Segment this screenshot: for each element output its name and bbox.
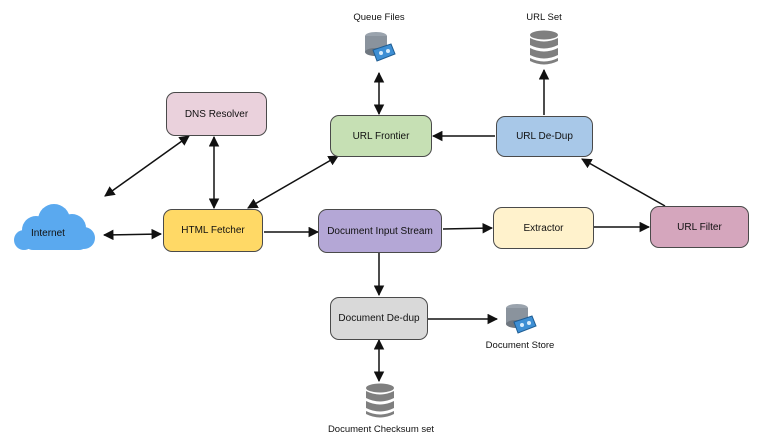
url-frontier-node: URL Frontier xyxy=(330,115,432,157)
document-store-icon xyxy=(506,304,537,334)
document-checksum-set-label: Document Checksum set xyxy=(327,424,435,435)
document-store-label: Document Store xyxy=(485,340,555,351)
edge-internet-fetcher xyxy=(102,228,163,241)
url-filter-node: URL Filter xyxy=(650,206,749,248)
edge-stream-extractor xyxy=(442,222,494,234)
url-set-database-icon xyxy=(530,30,558,65)
extractor-node: Extractor xyxy=(493,207,594,249)
document-checksum-database-icon xyxy=(366,383,394,418)
internet-cloud-icon xyxy=(14,204,95,250)
document-dedup-node: Document De-dup xyxy=(330,297,428,340)
dns-resolver-node: DNS Resolver xyxy=(166,92,267,136)
edge-internet-dns xyxy=(104,135,190,197)
edge-filter-urldedup xyxy=(581,158,666,207)
url-dedup-node: URL De-Dup xyxy=(496,116,593,157)
document-input-stream-node: Document Input Stream xyxy=(318,209,442,253)
queue-files-label: Queue Files xyxy=(353,12,405,23)
queue-files-icon xyxy=(365,32,396,62)
edge-fetcher-frontier xyxy=(247,155,339,209)
internet-label: Internet xyxy=(31,228,65,239)
url-set-label: URL Set xyxy=(526,12,562,23)
html-fetcher-node: HTML Fetcher xyxy=(163,209,263,252)
